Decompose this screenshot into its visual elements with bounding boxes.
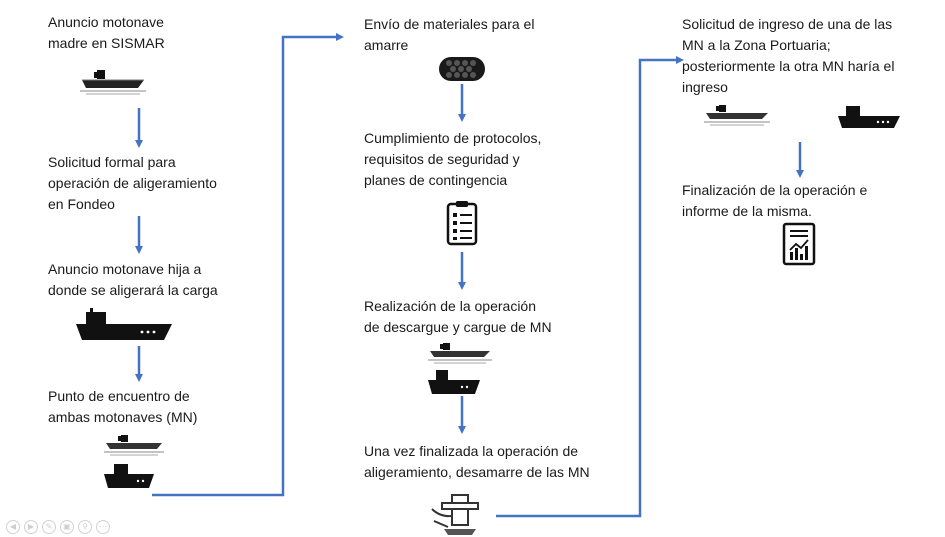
arrow-s8-s9 bbox=[496, 56, 684, 518]
next-icon[interactable]: ▶ bbox=[24, 520, 38, 534]
step-solicitud-formal: Solicitud formal para operación de alige… bbox=[48, 154, 217, 212]
step-cumplimiento-protocolos: Cumplimiento de protocolos, requisitos d… bbox=[364, 130, 542, 188]
checklist-icon bbox=[446, 201, 478, 246]
tanker-ship-icon bbox=[104, 435, 164, 488]
mooring-bollard-icon bbox=[431, 494, 479, 535]
viewer-controls: ◀ ▶ ✎ ▣ ⚲ ⋯ bbox=[6, 520, 110, 534]
step-punto-encuentro: Punto de encuentro de ambas motonaves (M… bbox=[48, 388, 198, 425]
cargo-ship-icon bbox=[838, 106, 900, 128]
step-finalizacion: Finalización de la operación e informe d… bbox=[682, 182, 868, 219]
step-solicitud-ingreso: Solicitud de ingreso de una de las MN a … bbox=[682, 16, 895, 95]
prev-icon[interactable]: ◀ bbox=[6, 520, 20, 534]
step-desamarre: Una vez finalizada la operación de alige… bbox=[364, 443, 590, 480]
cargo-ship-icon bbox=[76, 308, 172, 340]
arrow-s4-s5 bbox=[152, 33, 344, 497]
tanker-ship-icon bbox=[80, 70, 146, 95]
screen-icon[interactable]: ▣ bbox=[60, 520, 74, 534]
step-anuncio-hija: Anuncio motonave hija a donde se aligera… bbox=[48, 261, 218, 298]
step-realizacion-operacion: Realización de la operación de descargue… bbox=[364, 298, 552, 335]
pen-icon[interactable]: ✎ bbox=[42, 520, 56, 534]
tanker-ship-icon bbox=[428, 343, 492, 394]
menu-icon[interactable]: ⋯ bbox=[96, 520, 110, 534]
step-anuncio-madre: Anuncio motonave madre en SISMAR bbox=[48, 14, 165, 51]
zoom-icon[interactable]: ⚲ bbox=[78, 520, 92, 534]
report-chart-icon bbox=[782, 222, 816, 266]
fender-icon bbox=[439, 57, 485, 81]
tanker-ship-icon bbox=[704, 105, 770, 126]
step-envio-materiales: Envío de materiales para el amarre bbox=[364, 16, 535, 53]
